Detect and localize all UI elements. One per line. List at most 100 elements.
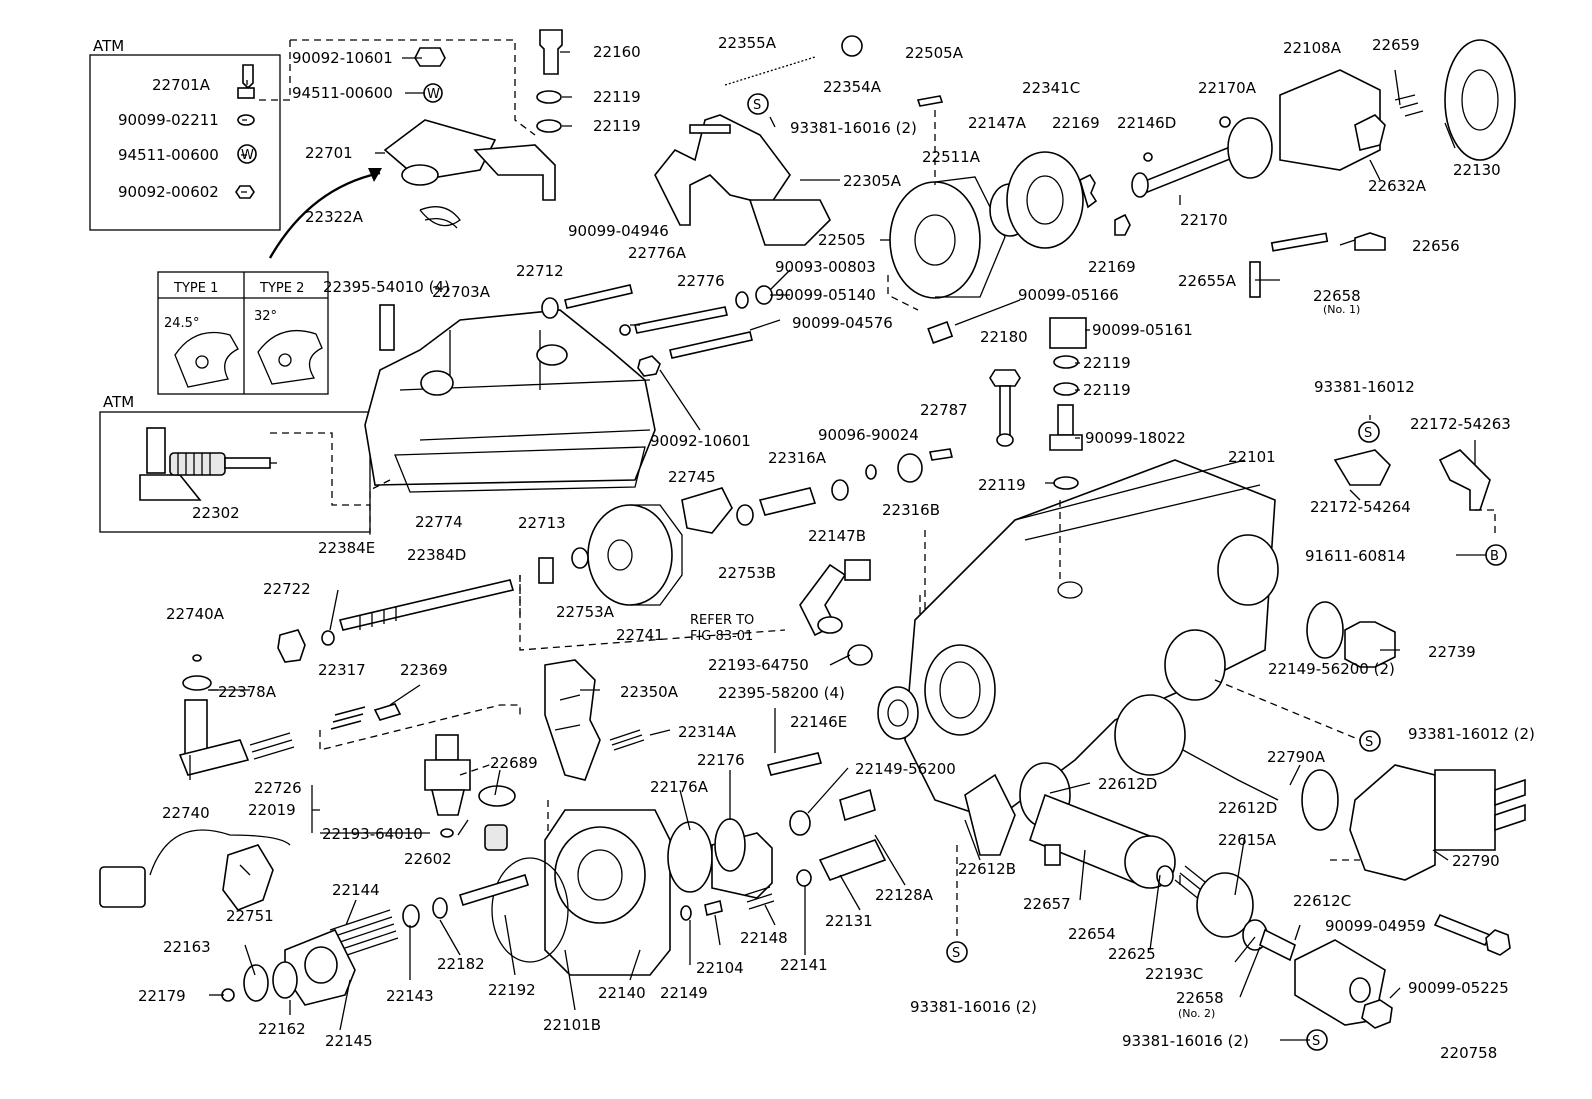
refer-line-1: REFER TO bbox=[690, 613, 754, 628]
label-105: 22143 bbox=[386, 987, 434, 1005]
label-68: 22384D bbox=[407, 546, 466, 564]
label-101: 22163 bbox=[163, 938, 211, 956]
label-18: 22130 bbox=[1453, 161, 1501, 179]
label-66: 91611-60814 bbox=[1305, 547, 1406, 565]
label-122: 90099-04959 bbox=[1325, 917, 1426, 935]
label-72: 22317 bbox=[318, 661, 366, 679]
left-parts bbox=[178, 579, 515, 776]
label-47: 22119 bbox=[1083, 381, 1131, 399]
label-119: 22658 bbox=[1176, 989, 1224, 1007]
label-30: 22656 bbox=[1412, 237, 1460, 255]
regulating-parts bbox=[221, 909, 399, 1006]
s-symbol-2: S bbox=[1364, 426, 1372, 441]
label-79: 22689 bbox=[490, 754, 538, 772]
label-26: 22511A bbox=[922, 148, 981, 166]
label-35: 22703A bbox=[432, 283, 491, 301]
label-103: 22162 bbox=[258, 1020, 306, 1038]
pump-housing bbox=[904, 459, 1279, 821]
label-75: 22740 bbox=[162, 804, 210, 822]
label-104: 22145 bbox=[325, 1032, 373, 1050]
mid-parts bbox=[538, 479, 849, 606]
fuel-cut-solenoid bbox=[424, 734, 516, 851]
label-108: 22101B bbox=[543, 1016, 601, 1034]
label-115: 22128A bbox=[875, 886, 934, 904]
label-82: 22193-64750 bbox=[708, 656, 809, 674]
label-77: 22193-64010 bbox=[322, 825, 423, 843]
atm-box-top-title: ATM bbox=[93, 37, 124, 55]
label-44: 22180 bbox=[980, 328, 1028, 346]
label-27: 22505 bbox=[818, 231, 866, 249]
label-55: 22745 bbox=[668, 468, 716, 486]
label-43: 90092-10601 bbox=[650, 432, 751, 450]
label-99: 22751 bbox=[226, 907, 274, 925]
label-61: 22741 bbox=[616, 626, 664, 644]
label-57: 22147B bbox=[808, 527, 866, 545]
atm-box-mid-title: ATM bbox=[103, 393, 134, 411]
label-111: 22104 bbox=[696, 959, 744, 977]
governor-lever bbox=[383, 119, 556, 229]
leader-lines bbox=[189, 51, 1486, 1041]
label-29: 90099-05166 bbox=[1018, 286, 1119, 304]
label-21: 22170 bbox=[1180, 211, 1228, 229]
label-15: 22305A bbox=[843, 172, 902, 190]
label-90: 93381-16012 (2) bbox=[1408, 725, 1535, 743]
label-11: 22355A bbox=[718, 34, 777, 52]
label-46: 22119 bbox=[1083, 354, 1131, 372]
label-42: 90099-04576 bbox=[792, 314, 893, 332]
label-1: 90099-02211 bbox=[118, 111, 219, 129]
label-9: 22119 bbox=[593, 88, 641, 106]
label-25: 22146D bbox=[1117, 114, 1176, 132]
label-69: 22722 bbox=[263, 580, 311, 598]
connector-22751 bbox=[99, 829, 291, 911]
label-33: (No. 1) bbox=[1323, 303, 1360, 316]
atm-box-top: ATM W bbox=[89, 37, 281, 231]
label-17: 22659 bbox=[1372, 36, 1420, 54]
label-12: 22354A bbox=[823, 78, 882, 96]
label-34: 22395-54010 (4) bbox=[323, 278, 450, 296]
label-60: 22753A bbox=[556, 603, 615, 621]
s-symbol-4: S bbox=[1312, 1034, 1320, 1049]
type2-label: TYPE 2 bbox=[259, 281, 304, 296]
refer-line-2: FIG 83-01 bbox=[690, 629, 753, 644]
label-96: 22654 bbox=[1068, 925, 1116, 943]
lower-right-parts: S S bbox=[946, 865, 1511, 1051]
label-94: 22612B bbox=[958, 860, 1016, 878]
label-2: 94511-00600 bbox=[118, 146, 219, 164]
label-28: 22169 bbox=[1088, 258, 1136, 276]
label-0: 22701A bbox=[152, 76, 211, 94]
label-85: 22149-56200 bbox=[855, 760, 956, 778]
atm-box-mid: ATM bbox=[99, 393, 371, 533]
bracket-22350a bbox=[544, 659, 645, 781]
label-89: 22149-56200 (2) bbox=[1268, 660, 1395, 678]
label-39: 22776 bbox=[677, 272, 725, 290]
label-116: 93381-16016 (2) bbox=[910, 998, 1037, 1016]
label-8: 22160 bbox=[593, 43, 641, 61]
label-7: 22322A bbox=[305, 208, 364, 226]
label-83: 22395-58200 (4) bbox=[718, 684, 845, 702]
label-91: 22790A bbox=[1267, 748, 1326, 766]
angle1-label: 24.5° bbox=[164, 316, 199, 331]
label-123: 90099-05225 bbox=[1408, 979, 1509, 997]
bolts-center bbox=[379, 284, 773, 377]
label-20: 22632A bbox=[1368, 177, 1427, 195]
label-110: 22149 bbox=[660, 984, 708, 1002]
label-22: 22341C bbox=[1022, 79, 1080, 97]
label-67: 22384E bbox=[318, 539, 375, 557]
timer-22790: S bbox=[1301, 730, 1526, 881]
label-16: 22108A bbox=[1283, 39, 1342, 57]
label-95: 22657 bbox=[1023, 895, 1071, 913]
type1-label: TYPE 1 bbox=[173, 281, 218, 296]
label-56: 22316A bbox=[768, 449, 827, 467]
arrow-head bbox=[368, 168, 382, 182]
plug-22739 bbox=[1306, 601, 1396, 668]
label-73: 22369 bbox=[400, 661, 448, 679]
distributor-head bbox=[402, 809, 671, 976]
label-97: 22612D bbox=[1218, 799, 1277, 817]
label-10: 22119 bbox=[593, 117, 641, 135]
label-41: 90099-05140 bbox=[775, 286, 876, 304]
label-76: 22019 bbox=[248, 801, 296, 819]
throttle-lever: S bbox=[654, 93, 831, 246]
elbow-fitting bbox=[799, 559, 873, 666]
part-labels: 22701A 90099-02211 94511-00600 90092-006… bbox=[118, 34, 1535, 1062]
label-24: 22169 bbox=[1052, 114, 1100, 132]
